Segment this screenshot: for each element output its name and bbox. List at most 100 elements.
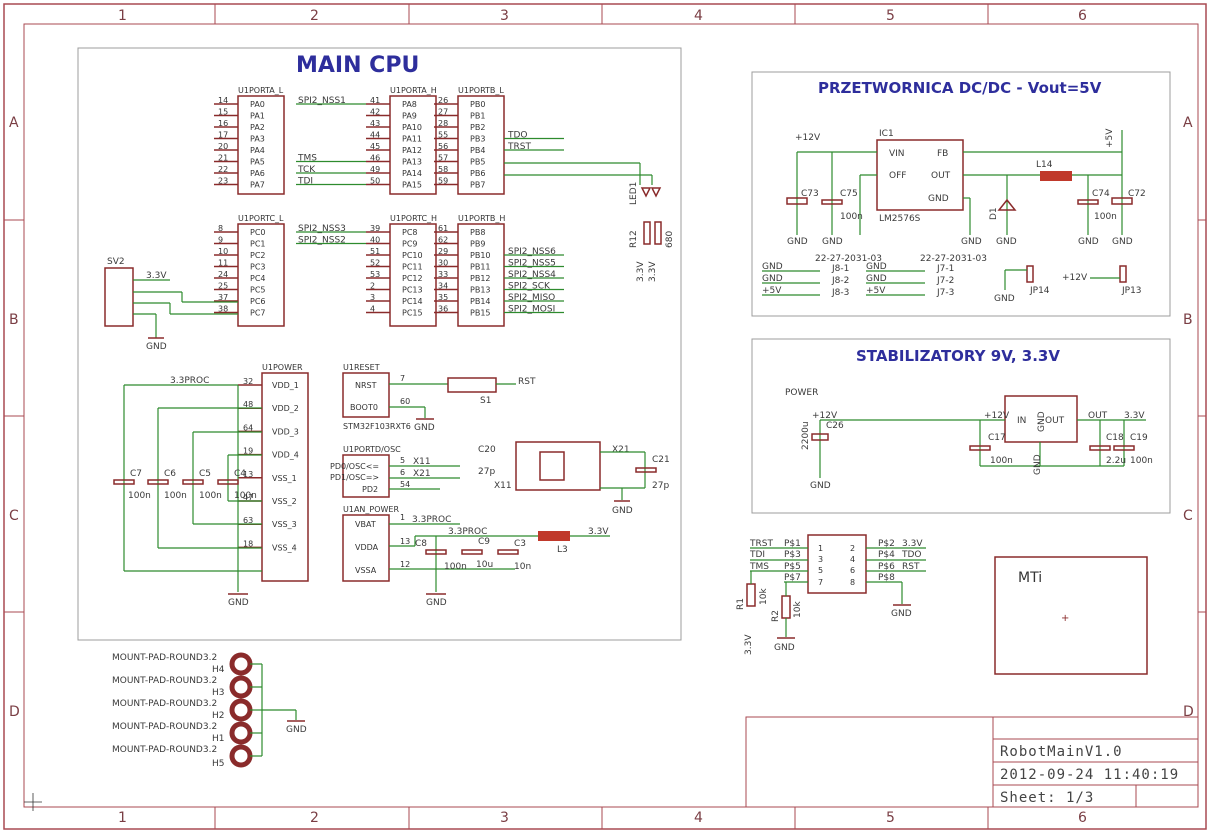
port-pin-number: 52: [370, 259, 380, 268]
port-pin-number: 61: [438, 224, 448, 233]
svg-text:X21: X21: [413, 469, 431, 479]
port-pin-number: 9: [218, 236, 223, 245]
power-pin-number: 64: [243, 423, 253, 432]
sv2-label: SV2: [107, 257, 125, 267]
port-signal: PA11: [402, 135, 422, 144]
svg-text:BOOT0: BOOT0: [350, 403, 378, 412]
power-signal: VSS_2: [272, 497, 297, 506]
s1-label: S1: [480, 396, 491, 406]
port-signal: PC0: [250, 228, 266, 237]
col-label: 6: [1078, 8, 1087, 24]
row-label: B: [9, 312, 19, 328]
svg-text:H5: H5: [212, 759, 225, 769]
port-pin-number: 53: [370, 270, 380, 279]
row-label: C: [9, 508, 19, 524]
svg-text:NRST: NRST: [355, 381, 377, 390]
port-signal: PA9: [402, 112, 417, 121]
block-name: U1PORTA_H: [390, 86, 437, 95]
svg-text:MOUNT-PAD-ROUND3.2: MOUNT-PAD-ROUND3.2: [112, 653, 217, 663]
port-signal: PC8: [402, 228, 418, 237]
svg-text:J7-2: J7-2: [936, 276, 954, 286]
port-signal: PC11: [402, 263, 423, 272]
svg-text:P$6: P$6: [878, 562, 895, 572]
col-label: 6: [1078, 810, 1087, 826]
grid-labels: 1 2 3 4 5 6 1 2 3 4 5 6 A B C D A B C D: [9, 8, 1194, 826]
svg-text:3.3PROC: 3.3PROC: [448, 527, 487, 537]
svg-text:PD2: PD2: [362, 485, 378, 494]
svg-text:GND: GND: [996, 237, 1017, 247]
port-pin-number: 50: [370, 177, 380, 186]
power-signal: VSS_3: [272, 520, 297, 529]
svg-text:100n: 100n: [234, 491, 257, 501]
svg-text:TDI: TDI: [749, 550, 765, 560]
port-signal: PB5: [470, 158, 485, 167]
port-signal: PA4: [250, 146, 265, 155]
port-pin-number: 40: [370, 236, 380, 245]
title-block: RobotMainV1.0 2012-09-24 11:40:19 Sheet:…: [745, 716, 1199, 808]
svg-text:GND: GND: [1078, 237, 1099, 247]
rst-label: RST: [518, 377, 536, 387]
block-name: U1PORTA_L: [238, 86, 284, 95]
port-pin-number: 37: [218, 293, 228, 302]
row-label: A: [1183, 115, 1193, 131]
net-label: SPI2_NSS4: [508, 270, 556, 280]
svg-text:C4: C4: [234, 469, 246, 479]
svg-text:IN: IN: [1017, 416, 1026, 426]
svg-text:3.3V: 3.3V: [902, 539, 923, 549]
col-label: 1: [118, 8, 127, 24]
svg-text:+12V: +12V: [1062, 273, 1088, 283]
svg-text:3.3V: 3.3V: [588, 527, 609, 537]
port-pin-number: 30: [438, 259, 448, 268]
port-pin-number: 27: [438, 108, 448, 117]
svg-text:R1: R1: [736, 598, 746, 610]
port-pin-number: 39: [370, 224, 380, 233]
svg-text:100n: 100n: [990, 456, 1013, 466]
svg-text:X11: X11: [494, 481, 512, 491]
row-label: B: [1183, 312, 1193, 328]
svg-text:GND: GND: [286, 725, 307, 735]
svg-text:GND: GND: [1037, 411, 1047, 432]
mti-label: MTi: [1018, 570, 1042, 586]
port-pin-number: 25: [218, 282, 228, 291]
svg-text:X21: X21: [612, 445, 630, 455]
port-signal: PA6: [250, 169, 265, 178]
svg-text:6: 6: [850, 566, 855, 575]
port-pin-number: 43: [370, 119, 380, 128]
svg-text:GND: GND: [928, 194, 949, 204]
port-signal: PC2: [250, 251, 266, 260]
power-signal: VDD_1: [272, 381, 299, 390]
power-signal: VSS_4: [272, 543, 297, 552]
port-signal: PC6: [250, 297, 266, 306]
net-label: SPI2_NSS2: [298, 236, 346, 246]
power-pin-number: 18: [243, 539, 253, 548]
port-pin-number: 4: [370, 305, 375, 314]
power-signal: VDD_2: [272, 404, 299, 413]
port-pin-number: 11: [218, 259, 228, 268]
port-pin-number: 51: [370, 247, 380, 256]
gnd-label: GND: [146, 342, 167, 352]
power-pin-number: 32: [243, 377, 253, 386]
svg-text:FB: FB: [937, 149, 948, 159]
svg-text:8: 8: [850, 578, 855, 587]
svg-text:RST: RST: [902, 562, 920, 572]
svg-text:7: 7: [818, 578, 823, 587]
svg-text:10n: 10n: [514, 562, 531, 572]
svg-text:J7-1: J7-1: [936, 264, 954, 274]
v33-label: 3.3V: [648, 261, 658, 282]
svg-text:PD0/OSC<=: PD0/OSC<=: [330, 462, 379, 471]
col-label: 4: [694, 810, 703, 826]
net-label: TDO: [507, 131, 528, 141]
v33-label: 3.3V: [146, 271, 167, 281]
portc-l-block: U1PORTC_L PC08PC19PC210PC311PC424PC525PC…: [214, 214, 285, 327]
svg-text:2200u: 2200u: [801, 421, 811, 450]
sheet-frame: [3, 3, 1207, 830]
port-signal: PA10: [402, 123, 422, 132]
power-pin-number: 48: [243, 400, 253, 409]
svg-text:H2: H2: [212, 711, 225, 721]
port-pin-number: 49: [370, 165, 380, 174]
title-sheet: Sheet: 1/3: [1000, 790, 1094, 806]
svg-text:+12V: +12V: [812, 411, 838, 421]
row-label: A: [9, 115, 19, 131]
svg-text:GND: GND: [1033, 454, 1043, 475]
svg-text:C7: C7: [130, 469, 142, 479]
